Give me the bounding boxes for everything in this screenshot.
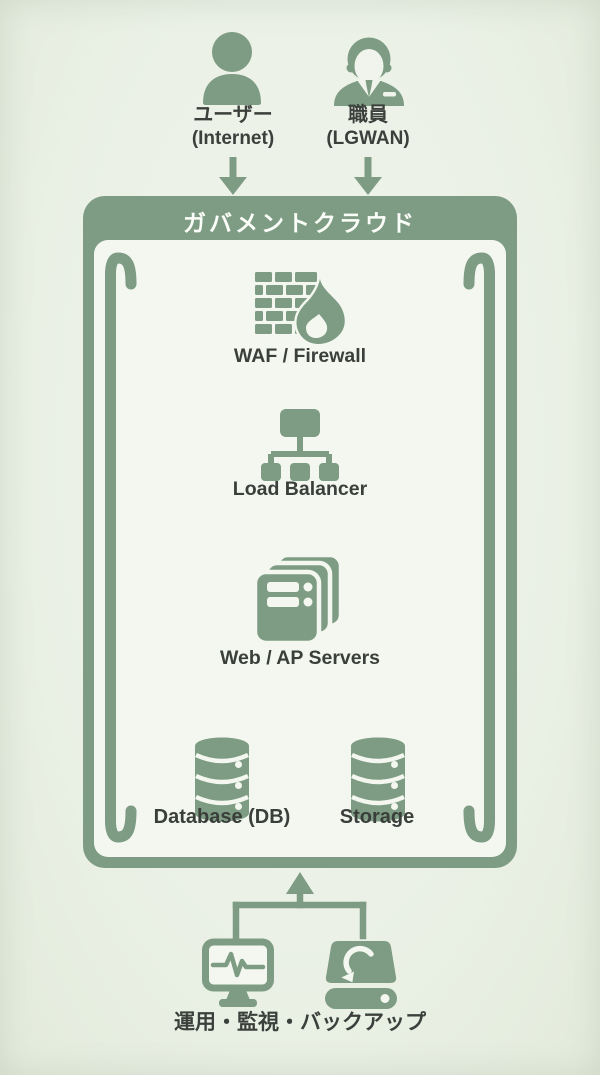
user-label-group: ユーザー (Internet) xyxy=(158,104,308,150)
lb-label: Load Balancer xyxy=(232,478,368,500)
arrow-staff-to-cloud xyxy=(354,157,382,195)
backup-drive-icon xyxy=(325,941,397,1009)
servers-icon xyxy=(252,553,344,646)
user-label: ユーザー xyxy=(193,104,273,126)
firewall-icon xyxy=(255,272,348,347)
left-bracket xyxy=(105,252,137,843)
cloud-inner-panel xyxy=(94,240,506,857)
ops-label: 運用・監視・バックアップ xyxy=(174,1011,426,1034)
staff-sublabel: (LGWAN) xyxy=(326,127,410,149)
staff-label-group: 職員 (LGWAN) xyxy=(293,104,443,150)
cloud-title: ガバメントクラウド xyxy=(183,210,417,236)
storage-icon xyxy=(351,737,405,822)
db-label: Database (DB) xyxy=(153,806,291,828)
arrow-ops-to-cloud xyxy=(232,872,367,940)
storage-label: Storage xyxy=(339,806,415,828)
staff-icon xyxy=(334,37,404,106)
load-balancer-icon xyxy=(261,409,339,481)
monitoring-monitor-icon xyxy=(202,938,274,1007)
user-icon xyxy=(203,32,261,105)
servers-label: Web / AP Servers xyxy=(219,647,381,669)
government-cloud-container: ガバメントクラウド WAF / Firewall xyxy=(83,196,517,868)
waf-label: WAF / Firewall xyxy=(233,345,367,367)
database-icon xyxy=(195,737,249,822)
staff-label: 職員 xyxy=(348,104,388,126)
user-sublabel: (Internet) xyxy=(191,127,275,149)
bracket-frame xyxy=(105,252,495,843)
right-bracket xyxy=(463,252,495,843)
arrow-user-to-cloud xyxy=(219,157,247,195)
